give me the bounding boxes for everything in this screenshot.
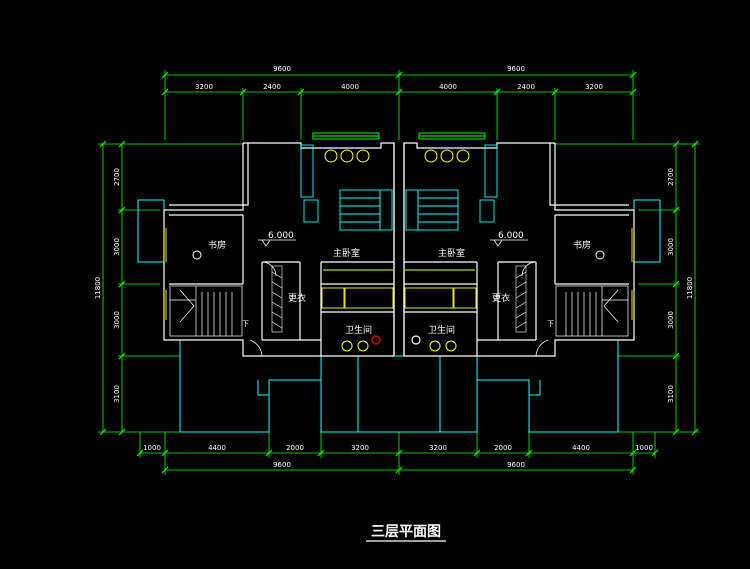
top-segment-dimension: 2400	[263, 83, 281, 91]
bottom-total-left-dimension: 9600	[273, 461, 291, 469]
left-unit-chairs	[324, 149, 370, 352]
left-unit-fixtures	[163, 228, 394, 320]
bathroom-right-label: 卫生间	[428, 324, 455, 336]
top-total-left-dimension: 9600	[273, 65, 291, 73]
master-bedroom-right-label: 主卧室	[438, 247, 465, 259]
right-level-marker	[490, 239, 528, 247]
stair-down-right-label: 下	[547, 320, 554, 328]
bottom-segment-dimension: 4400	[208, 444, 226, 452]
right-dimension-ticks	[672, 140, 699, 436]
bathroom-left-label: 卫生间	[345, 324, 372, 336]
right-unit	[403, 132, 635, 357]
right-segment-dimension: 3100	[667, 385, 675, 403]
top-dimension-ticks	[161, 71, 637, 96]
right-closet-racks	[515, 265, 527, 333]
left-unit-bed	[300, 144, 393, 231]
bottom-segment-dimension: 3200	[429, 444, 447, 452]
drawing-title: 三层平面图	[371, 524, 441, 540]
left-total-dimension: 11800	[94, 277, 102, 299]
right-segment-dimension: 2700	[667, 168, 675, 186]
right-study-chair-icon	[595, 250, 605, 260]
bottom-total-right-dimension: 9600	[507, 461, 525, 469]
right-unit-bed	[405, 144, 498, 231]
top-total-right-dimension: 9600	[507, 65, 525, 73]
left-stair	[169, 285, 243, 337]
left-dimension-ticks	[99, 140, 126, 436]
right-toilet-icon	[411, 335, 421, 345]
closet-right-label: 更衣	[492, 292, 510, 304]
study-left-label: 书房	[208, 239, 226, 251]
left-segment-dimension: 3000	[113, 238, 121, 256]
top-segment-dimension: 3200	[585, 83, 603, 91]
top-segment-dimension: 4000	[439, 83, 457, 91]
right-unit-walls	[403, 142, 635, 357]
left-unit-windows	[312, 132, 380, 140]
top-segment-dimension: 4000	[341, 83, 359, 91]
left-closet-racks	[271, 265, 283, 333]
right-unit-fixtures	[404, 228, 635, 320]
right-total-dimension: 11800	[686, 277, 694, 299]
level-left-label: 6.000	[268, 231, 294, 241]
left-segment-dimension: 2700	[113, 168, 121, 186]
left-study-chair-icon	[192, 250, 202, 260]
left-segment-dimension: 3100	[113, 385, 121, 403]
bottom-segment-dimension: 2000	[286, 444, 304, 452]
bottom-segment-dimension: 3200	[351, 444, 369, 452]
right-unit-windows	[418, 132, 486, 140]
left-level-marker	[258, 239, 296, 247]
bottom-segment-dimension: 1000	[143, 444, 161, 452]
top-segment-dimension: 2400	[517, 83, 535, 91]
left-segment-dimension: 3000	[113, 311, 121, 329]
bottom-segment-dimension: 2000	[494, 444, 512, 452]
left-dimension-chain	[98, 143, 244, 433]
right-segment-dimension: 3000	[667, 238, 675, 256]
right-stair	[555, 285, 629, 337]
level-right-label: 6.000	[498, 231, 524, 241]
top-segment-dimension: 3200	[195, 83, 213, 91]
bottom-segment-dimension: 1000	[635, 444, 653, 452]
stair-down-left-label: 下	[242, 320, 249, 328]
study-right-label: 书房	[573, 239, 591, 251]
master-bedroom-left-label: 主卧室	[333, 247, 360, 259]
left-toilet-icon	[371, 335, 381, 345]
bottom-dimension-ticks	[136, 449, 659, 474]
left-door-swings	[249, 261, 277, 357]
closet-left-label: 更衣	[288, 292, 306, 304]
right-segment-dimension: 3000	[667, 311, 675, 329]
right-door-swings	[521, 261, 549, 357]
bottom-segment-dimension: 4400	[572, 444, 590, 452]
right-unit-chairs	[424, 149, 470, 352]
party-wall	[393, 143, 405, 356]
